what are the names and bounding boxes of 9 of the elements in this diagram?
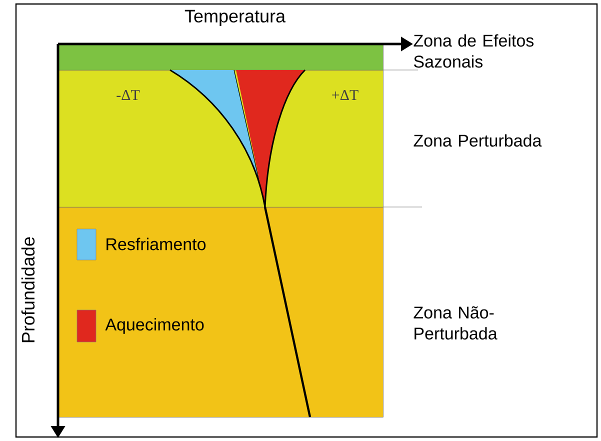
legend-label: Resfriamento bbox=[106, 238, 206, 250]
delta-label: +ΔT bbox=[332, 90, 358, 100]
zone-label: Zona de Efeitos Sazonais bbox=[414, 34, 534, 68]
axis-label: Profundidade bbox=[21, 237, 35, 342]
legend-label: Aquecimento bbox=[105, 318, 204, 334]
delta-label: -ΔT bbox=[116, 90, 140, 100]
axis-label: Temperatura bbox=[184, 10, 286, 26]
zone-label: Zona Não-Perturbada bbox=[414, 306, 498, 340]
zone-label: Zona Perturbada bbox=[414, 134, 542, 147]
